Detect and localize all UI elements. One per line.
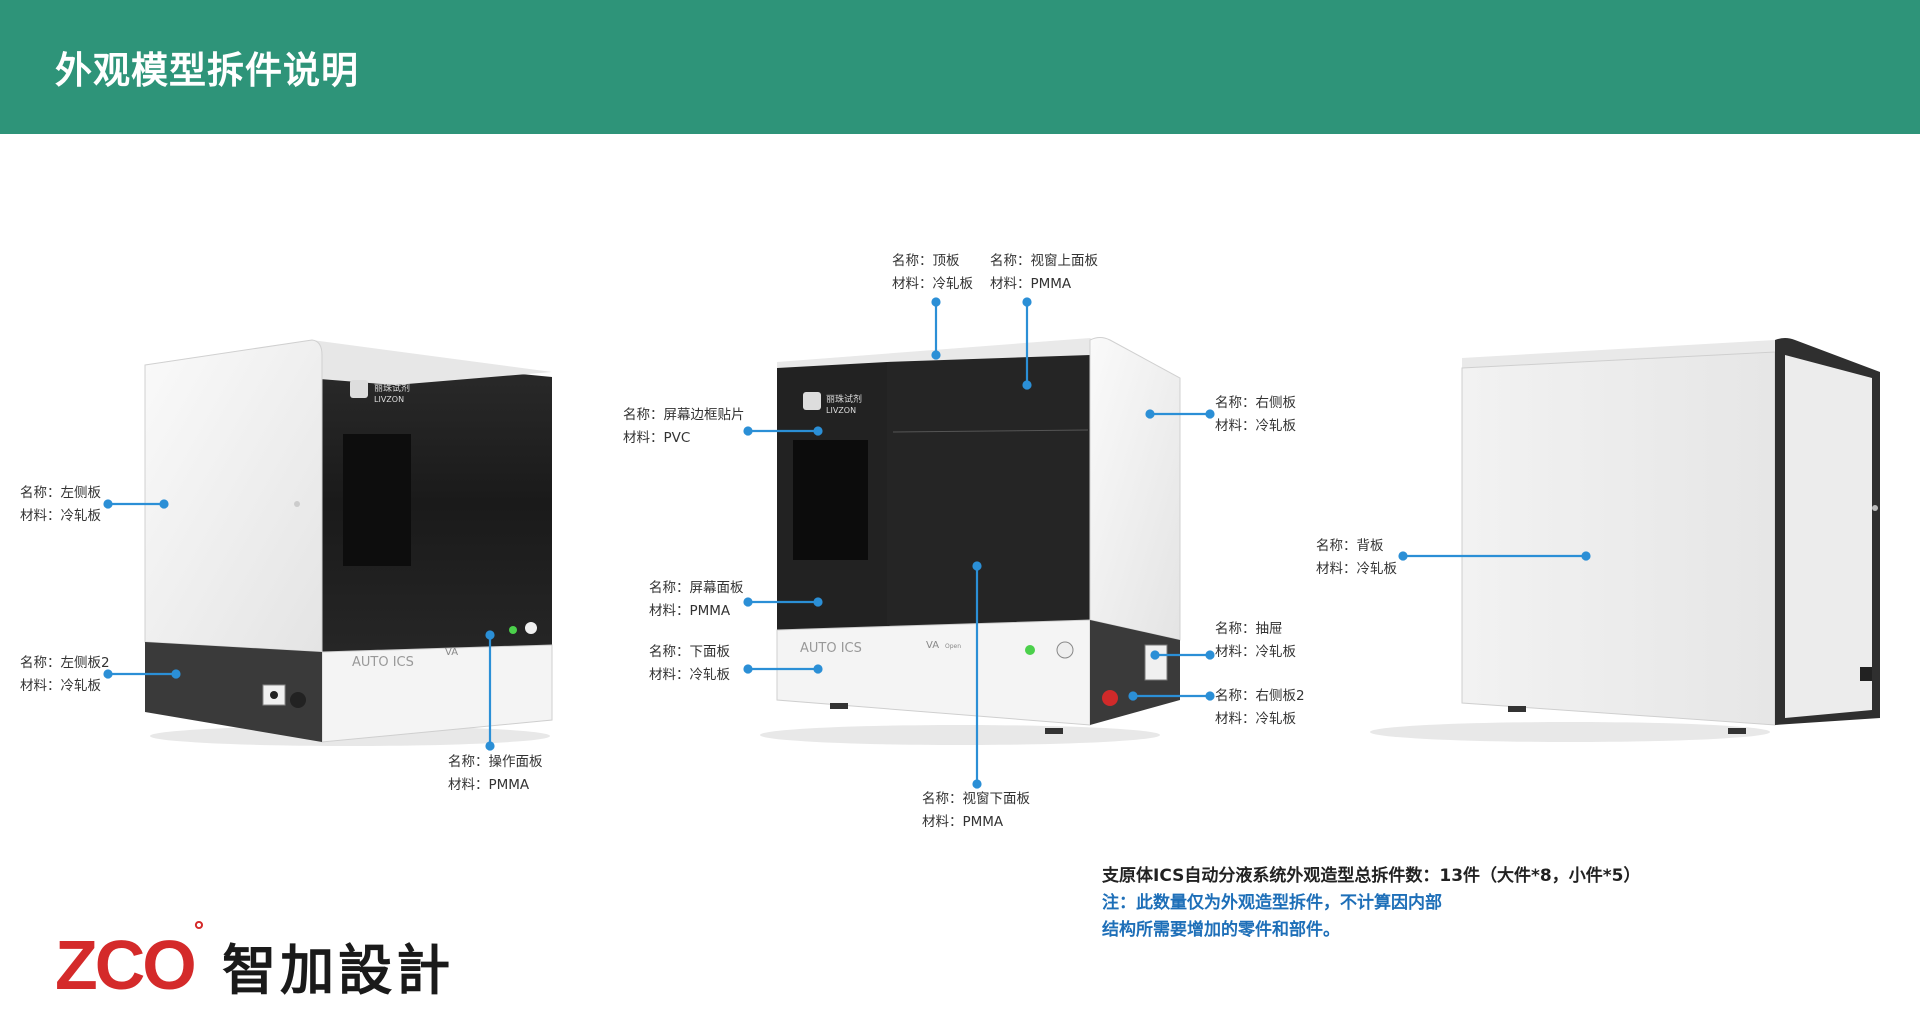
part-material: 材料：冷轧板 [20,678,101,694]
company-logo: ZCO° 智加設計 [55,914,455,1005]
part-material: 材料：冷轧板 [1215,711,1296,727]
callout-left-panel2: 名称：左侧板2 材料：冷轧板 [20,652,110,698]
part-material: 材料：冷轧板 [649,667,730,683]
part-material: 材料：冷轧板 [1316,561,1397,577]
part-material: 材料：冷轧板 [892,276,973,292]
svg-text:AUTO ICS: AUTO ICS [352,655,414,670]
summary-note-line2: 结构所需要增加的零件和部件。 [1102,920,1340,940]
svg-text:丽珠试剂: 丽珠试剂 [826,393,862,405]
part-name: 名称：屏幕面板 [649,580,744,596]
device-left-view: 丽珠试剂 LIVZON AUTO ICS VA [144,339,553,746]
part-name: 名称：左侧板2 [20,655,110,671]
logo-text: 智加設計 [222,938,455,1002]
logo-mark: ZCO° [55,914,205,1004]
part-name: 名称：右侧板 [1215,395,1296,411]
callout-left-panel: 名称：左侧板 材料：冷轧板 [20,482,101,528]
parts-summary: 支原体ICS自动分液系统外观造型总拆件数：13件（大件*8，小件*5） 注：此数… [1102,863,1640,944]
summary-note-line1: 注：此数量仅为外观造型拆件，不计算因内部 [1102,893,1442,913]
svg-text:Open: Open [945,643,961,650]
part-name: 名称：屏幕边框贴片 [623,407,745,423]
svg-text:丽珠试剂: 丽珠试剂 [374,382,410,394]
callout-screen-frame: 名称：屏幕边框贴片 材料：PVC [623,404,745,450]
svg-text:LIVZON: LIVZON [374,395,404,404]
part-name: 名称：操作面板 [448,754,543,770]
leader-lines [103,297,1591,789]
part-material: 材料：PMMA [922,814,1004,830]
callout-window-upper: 名称：视窗上面板 材料：PMMA [990,250,1098,296]
part-name: 名称：抽屉 [1215,621,1283,637]
part-name: 名称：下面板 [649,644,730,660]
part-name: 名称：左侧板 [20,485,101,501]
part-material: 材料：PMMA [649,603,731,619]
part-material: 材料：PMMA [448,777,530,793]
svg-text:VA: VA [445,647,458,658]
svg-text:AUTO ICS: AUTO ICS [800,641,862,656]
callout-top-panel: 名称：顶板 材料：冷轧板 [892,250,973,296]
part-material: 材料：PVC [623,430,691,446]
part-material: 材料：冷轧板 [20,508,101,524]
callout-back-panel: 名称：背板 材料：冷轧板 [1316,535,1397,581]
callout-right-panel2: 名称：右侧板2 材料：冷轧板 [1215,685,1305,731]
callout-window-lower: 名称：视窗下面板 材料：PMMA [922,788,1030,834]
part-material: 材料：PMMA [990,276,1072,292]
part-name: 名称：右侧板2 [1215,688,1305,704]
callout-screen-panel: 名称：屏幕面板 材料：PMMA [649,577,744,623]
svg-text:VA: VA [926,640,939,651]
callout-drawer: 名称：抽屉 材料：冷轧板 [1215,618,1296,664]
part-name: 名称：视窗下面板 [922,791,1030,807]
part-name: 名称：背板 [1316,538,1384,554]
header-bar: 外观模型拆件说明 [0,0,1920,134]
part-material: 材料：冷轧板 [1215,644,1296,660]
device-back-view [1370,338,1880,742]
callout-lower-panel: 名称：下面板 材料：冷轧板 [649,641,730,687]
callout-control-panel: 名称：操作面板 材料：PMMA [448,751,543,797]
part-material: 材料：冷轧板 [1215,418,1296,434]
part-name: 名称：视窗上面板 [990,253,1098,269]
svg-text:LIVZON: LIVZON [826,406,856,415]
part-name: 名称：顶板 [892,253,960,269]
callout-right-panel: 名称：右侧板 材料：冷轧板 [1215,392,1296,438]
device-front-view: 丽珠试剂 LIVZON AUTO ICS VA Open [760,337,1181,745]
total-parts-count: 支原体ICS自动分液系统外观造型总拆件数：13件（大件*8，小件*5） [1102,866,1641,886]
page-title: 外观模型拆件说明 [55,49,359,92]
